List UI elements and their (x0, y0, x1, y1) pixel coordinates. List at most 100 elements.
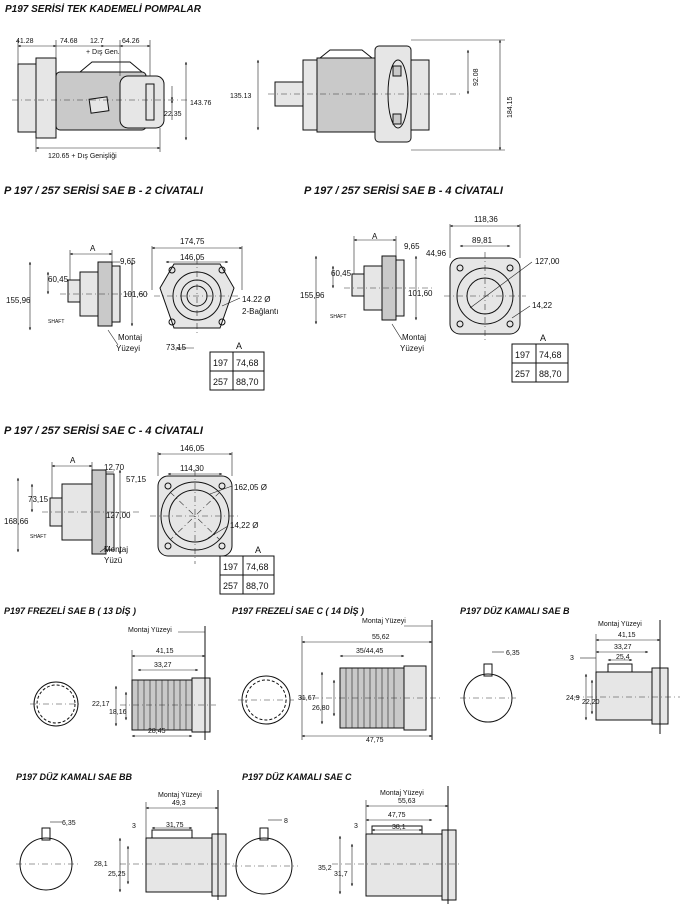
duz-bb-mount: Montaj Yüzeyi (158, 792, 202, 799)
sae-b2-dim-101-60: 101,60 (123, 290, 148, 299)
sae-b4-dim-60-45: 60,45 (331, 269, 352, 278)
sae-b2-a-label: A (90, 244, 96, 253)
sae-b4-front-view (444, 224, 533, 340)
dim-41-28: 41.28 (16, 38, 34, 45)
a-table-b4 (511, 343, 569, 383)
duz-c-dim-38-1: 38,1 (392, 824, 406, 831)
sae-b4-dim-127: 127,00 (535, 257, 560, 266)
sae-b2-shaft: SHAFT (48, 319, 64, 325)
sae-b2-dim-14-22: 14.22 Ø (242, 295, 270, 304)
duz-b-drawing (460, 620, 680, 734)
duz-b-dim-41-15: 41,15 (618, 632, 636, 639)
title-duz-bb: P197 DÜZ KAMALI SAE BB (16, 772, 133, 782)
sae-c4-dim-114-30: 114,30 (180, 464, 204, 473)
sae-c4-dim-146-05: 146,05 (180, 444, 205, 453)
sae-b4-dim-155-96: 155,96 (300, 291, 325, 300)
a-table-b2-r1-c2: 74,68 (236, 358, 259, 368)
sae-b4-dim-44-96: 44,96 (426, 249, 447, 258)
frez-b-dim-22-17: 22,17 (92, 701, 110, 708)
dim-135-13: 135.13 (230, 93, 252, 100)
sae-c4-dim-73-15: 73,15 (28, 495, 49, 504)
sae-b4-side-view (314, 236, 432, 341)
title-sae-b-2: P 197 / 257 SERİSİ SAE B - 2 CİVATALI (4, 184, 204, 197)
duz-c-drawing (232, 786, 462, 904)
main-title: P197 SERİSİ TEK KADEMELİ POMPALAR (5, 2, 202, 15)
a-table-b4-header: A (540, 333, 546, 343)
sae-c4-shaft: SHAFT (30, 534, 46, 540)
title-frez-c: P197 FREZELİ SAE C ( 14 DİŞ ) (232, 606, 364, 616)
frez-b-drawing (30, 626, 216, 740)
duz-c-dim-35-2: 35,2 (318, 865, 332, 872)
dim-120-65: 120.65 + Dış Genişliği (48, 153, 117, 160)
duz-c-dim-3: 3 (354, 823, 358, 830)
dim-64-26: 64.26 (122, 38, 140, 45)
frez-b-dim-28-45: 28,45 (148, 728, 166, 735)
duz-b-dim-3: 3 (570, 655, 574, 662)
frez-c-dim-35-44: 35/44,45 (356, 648, 383, 655)
a-table-b2-r2-c1: 257 (213, 377, 228, 387)
duz-b-dim-24-9: 24,9 (566, 695, 580, 702)
title-sae-c-4: P 197 / 257 SERİSİ SAE C - 4 CİVATALI (4, 424, 204, 437)
sae-b2-dim-174-75: 174,75 (180, 237, 205, 246)
duz-c-dim-47-75: 47,75 (388, 812, 406, 819)
a-table-c4-r2-c2: 88,70 (246, 581, 269, 591)
dim-143-76: 143.76 (190, 100, 212, 107)
pump-end-view (256, 39, 505, 151)
title-duz-c: P197 DÜZ KAMALI SAE C (242, 772, 352, 782)
sae-b4-dim-101-60: 101,60 (408, 289, 433, 298)
sae-b2-side-view (28, 250, 150, 346)
dim-dis-gen: + Dış Gen. (86, 49, 120, 56)
a-table-b2 (209, 351, 265, 391)
frez-c-mount: Montaj Yüzeyi (362, 618, 406, 625)
sae-b2-2-baglanti: 2-Bağlantı (242, 307, 278, 316)
a-table-b2-r2-c2: 88,70 (236, 377, 259, 387)
duz-c-mount: Montaj Yüzeyi (380, 790, 424, 797)
dim-184-15: 184.15 (507, 96, 514, 118)
dim-12-7: 12.7 (90, 38, 104, 45)
sae-b4-dim-9-65: 9,65 (404, 242, 420, 251)
a-table-b4-r2-c2: 88,70 (539, 369, 562, 379)
duz-b-mount: Montaj Yüzeyi (598, 621, 642, 628)
sae-b2-dim-155-96: 155,96 (6, 296, 31, 305)
sae-c4-dim-57-15: 57,15 (126, 475, 147, 484)
a-table-c4-r1-c2: 74,68 (246, 562, 269, 572)
sae-c4-a-label: A (70, 456, 76, 465)
a-table-c4 (219, 555, 275, 595)
frez-c-dim-55-62: 55,62 (372, 634, 390, 641)
title-duz-b: P197 DÜZ KAMALI SAE B (460, 606, 570, 616)
title-sae-b-4: P 197 / 257 SERİSİ SAE B - 4 CİVATALI (304, 184, 504, 197)
sae-c4-dim-14-22: 14,22 Ø (230, 521, 258, 530)
sae-c4-dim-12-70: 12,70 (104, 463, 125, 472)
title-frez-b: P197 FREZELİ SAE B ( 13 DİŞ ) (4, 606, 136, 616)
duz-b-dim-22-20: 22,20 (582, 699, 600, 706)
sae-c4-mount-2: Yüzü (104, 556, 122, 565)
a-table-c4-r1-c1: 197 (223, 562, 238, 572)
duz-bb-dim-31-75: 31,75 (166, 822, 184, 829)
sae-b2-mount-2: Yüzeyi (116, 344, 140, 353)
sae-c4-dim-168-66: 168,66 (4, 517, 29, 526)
dim-74-68: 74.68 (60, 38, 78, 45)
sae-b4-a-label: A (372, 232, 378, 241)
frez-c-dim-31-67: 31,67 (298, 695, 316, 702)
duz-c-dim-8: 8 (284, 818, 288, 825)
sae-c4-dim-127: 127,00 (106, 511, 131, 520)
sae-b4-dim-14-22: 14,22 (532, 301, 553, 310)
frez-c-dim-47-75: 47,75 (366, 737, 384, 744)
a-table-b2-r1-c1: 197 (213, 358, 228, 368)
sae-b4-dim-118-36: 118,36 (474, 215, 498, 224)
frez-b-mount: Montaj Yüzeyi (128, 627, 172, 634)
sae-b2-dim-9-65: 9,65 (120, 257, 136, 266)
duz-bb-drawing (16, 790, 234, 900)
sae-b2-front-view (151, 246, 243, 350)
duz-bb-dim-49-3: 49,3 (172, 800, 186, 807)
sae-c4-dim-162-05: 162,05 Ø (234, 483, 267, 492)
duz-bb-dim-25-25: 25,25 (108, 871, 126, 878)
a-table-b4-r2-c1: 257 (515, 369, 530, 379)
sae-b2-dim-73-15: 73,15 (166, 343, 187, 352)
duz-bb-dim-6-35: 6,35 (62, 820, 76, 827)
a-table-c4-header: A (255, 545, 261, 555)
sae-b2-mount-1: Montaj (118, 333, 142, 342)
frez-b-dim-41-15: 41,15 (156, 648, 174, 655)
dim-22-35: 22.35 (164, 111, 182, 118)
